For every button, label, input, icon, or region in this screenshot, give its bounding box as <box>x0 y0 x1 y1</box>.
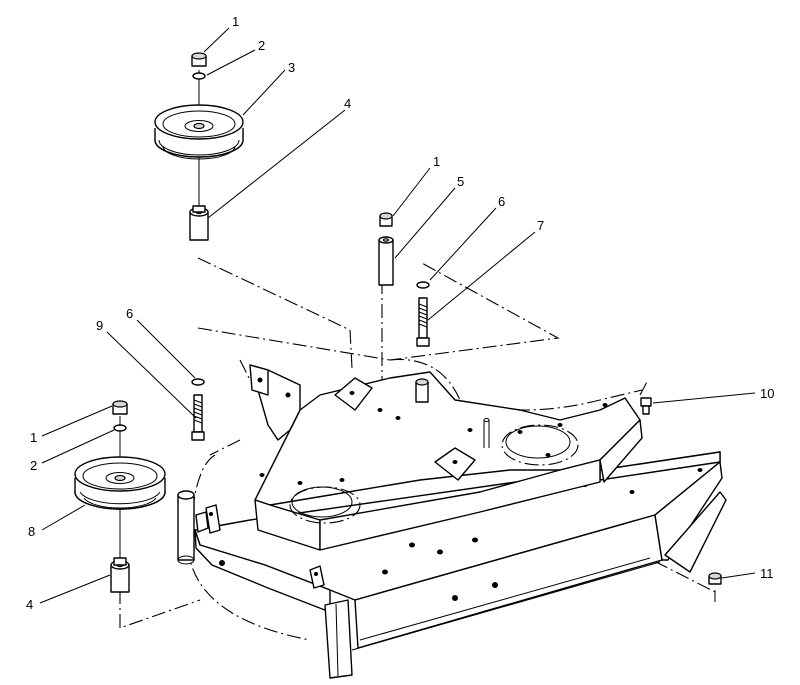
callout-1-center: 1 <box>433 154 440 169</box>
right-washer <box>416 281 430 289</box>
callout-9: 9 <box>96 318 103 333</box>
right-bolt-stack <box>416 281 430 347</box>
deck-left-mount-brackets <box>195 504 325 589</box>
small-bolt-10 <box>640 397 652 415</box>
deck-right-baffle <box>664 491 727 573</box>
callout-2-lower: 2 <box>30 458 37 473</box>
callout-4-upper: 4 <box>344 96 351 111</box>
callout-6-left: 6 <box>126 306 133 321</box>
bracket-front-long-wall <box>319 459 601 551</box>
left-bolt <box>191 394 205 441</box>
right-spindle-opening <box>505 425 571 459</box>
left-bolt-stack <box>191 378 205 441</box>
upper-washer <box>192 72 206 80</box>
mower-deck <box>194 450 727 679</box>
left-washer <box>191 378 205 386</box>
lower-idler-pulley <box>74 456 166 510</box>
deck-front-left-tube <box>177 490 195 565</box>
idler-bracket <box>249 364 643 551</box>
long-spacer <box>378 239 394 286</box>
upper-idler-pulley-stack <box>154 52 244 241</box>
callout-5: 5 <box>457 174 464 189</box>
callout-3: 3 <box>288 60 295 75</box>
lower-spacer <box>110 557 130 593</box>
upper-spacer <box>189 205 209 241</box>
deck-right-skirt <box>654 461 723 561</box>
deck-front-corner-post <box>324 599 353 679</box>
callout-labels: 1 2 3 4 1 5 6 7 6 9 1 2 8 4 10 11 <box>26 14 774 612</box>
flange-nut-11 <box>708 572 722 602</box>
bracket-right-riser <box>599 419 643 483</box>
callout-6-right: 6 <box>498 194 505 209</box>
callout-1-lower: 1 <box>30 430 37 445</box>
callout-8: 8 <box>28 524 35 539</box>
lower-washer <box>113 424 127 432</box>
callout-11: 11 <box>760 566 774 581</box>
callout-1-upper: 1 <box>232 14 239 29</box>
callout-7: 7 <box>537 218 544 233</box>
leader-lines <box>39 27 756 604</box>
lower-idler-pulley-stack <box>74 400 166 593</box>
callout-2-upper: 2 <box>258 38 265 53</box>
center-spacer-stack <box>378 212 394 286</box>
upper-idler-pulley <box>154 104 244 160</box>
right-bolt <box>416 297 430 347</box>
callout-10: 10 <box>760 386 774 401</box>
callout-4-lower: 4 <box>26 597 33 612</box>
